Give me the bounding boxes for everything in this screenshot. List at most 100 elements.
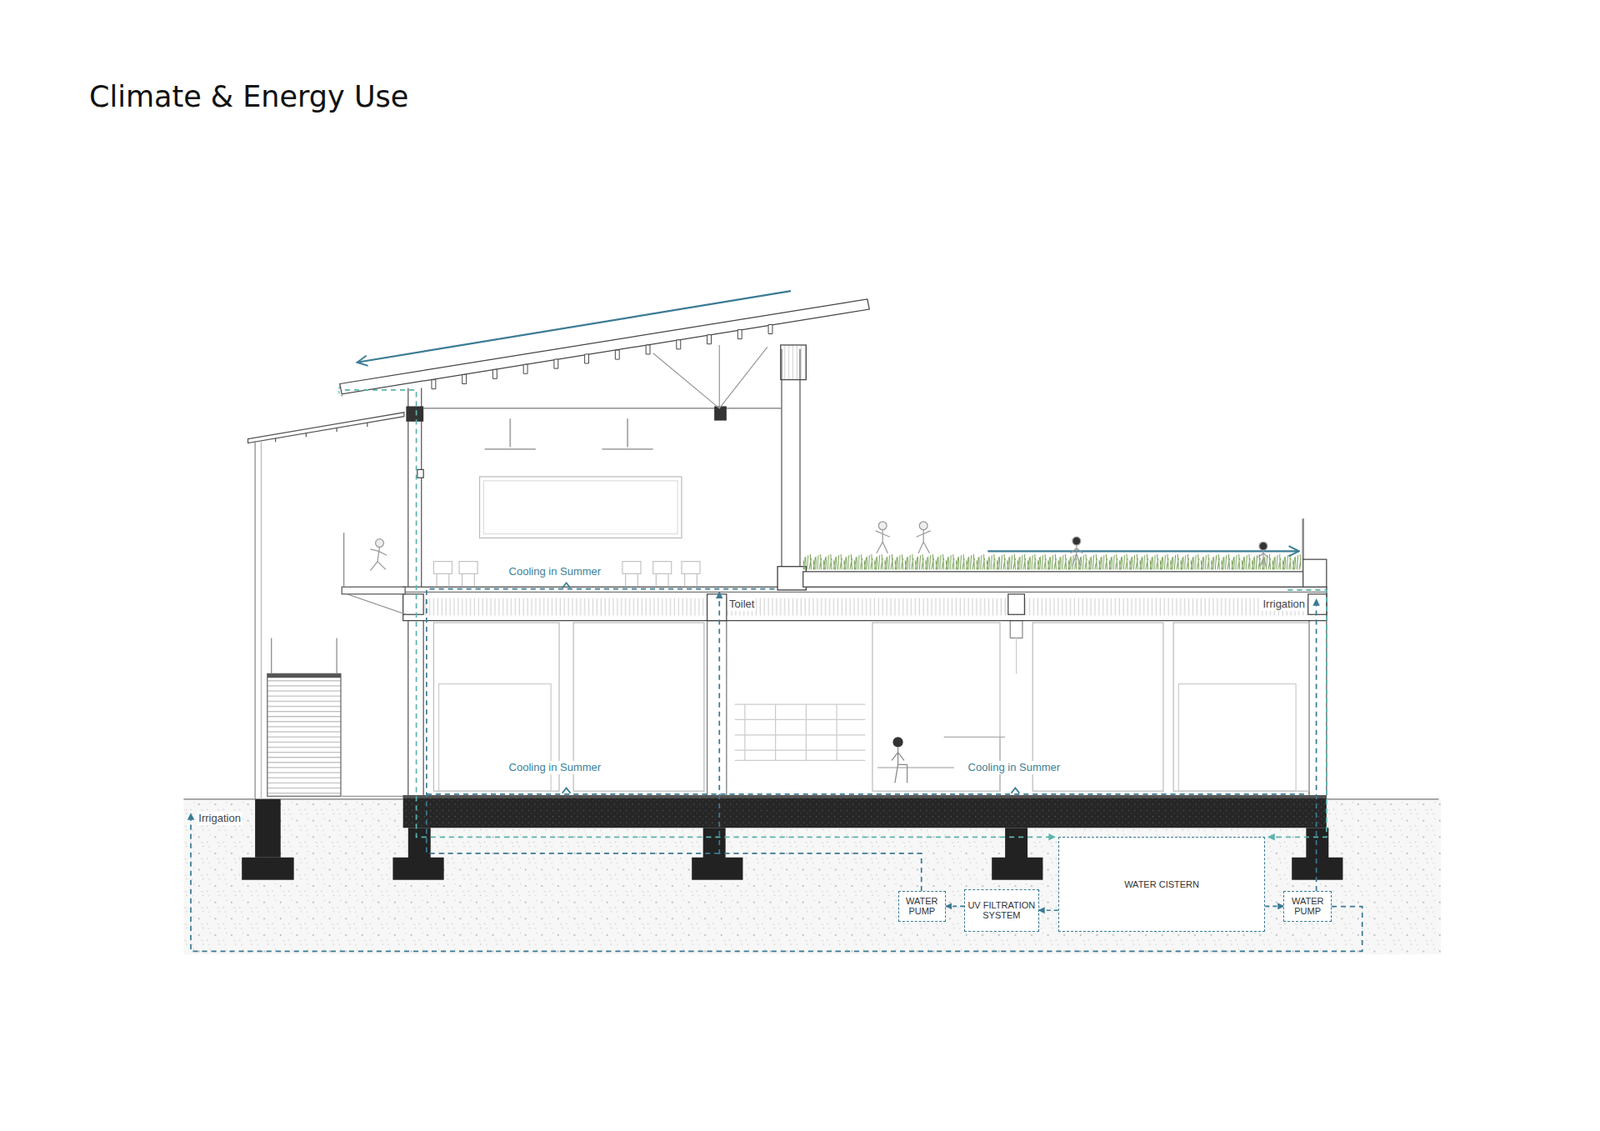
ground-floor xyxy=(725,620,727,795)
cistern-box: WATER CISTERN xyxy=(1058,836,1266,932)
flow-connector xyxy=(945,905,965,907)
diagram-title: Climate & Energy Use xyxy=(89,80,409,114)
annotation-label: Irrigation xyxy=(196,811,243,825)
people xyxy=(916,521,931,554)
ground-floor xyxy=(1015,637,1017,674)
upper-room xyxy=(799,349,800,569)
floor-slab xyxy=(1008,594,1025,615)
people xyxy=(1070,536,1083,565)
supply-pipes xyxy=(190,813,1363,951)
people xyxy=(1259,541,1268,550)
canopy-and-stair xyxy=(346,594,406,615)
annotation-label: Cooling in Summer xyxy=(507,760,604,775)
roof xyxy=(339,290,870,396)
foundation xyxy=(1005,827,1028,859)
people xyxy=(1072,536,1081,545)
floor-slab xyxy=(403,586,1327,620)
upper-room xyxy=(483,480,678,535)
canopy-and-stair xyxy=(248,412,407,800)
person-seated xyxy=(891,736,907,783)
annotation-label: Toilet xyxy=(727,597,756,611)
cooling-arrows xyxy=(562,582,571,588)
upper-room xyxy=(777,566,806,590)
floor-slab xyxy=(403,591,1327,593)
rainwater-pipes xyxy=(345,390,1055,837)
supply-pipes xyxy=(190,589,1363,952)
people xyxy=(370,539,387,571)
supply-pipes xyxy=(1315,599,1318,891)
canopy-and-stair xyxy=(255,440,256,800)
green-roof xyxy=(803,554,1302,572)
green-roof xyxy=(803,571,1304,587)
person-seated xyxy=(891,747,907,784)
annotation-label: Cooling in Summer xyxy=(507,565,604,579)
foundation xyxy=(991,857,1043,880)
people xyxy=(370,521,1269,571)
supply-pipes xyxy=(426,793,1307,795)
upper-room xyxy=(780,345,807,380)
ground-floor xyxy=(944,736,1005,738)
ground-floor xyxy=(1010,620,1023,639)
floor-slab xyxy=(404,598,1326,616)
foundation xyxy=(1291,857,1343,880)
rainwater-pipes xyxy=(1268,590,1327,837)
cooling-arrows xyxy=(562,582,1020,793)
ground-floor xyxy=(877,766,955,768)
green-roof xyxy=(987,550,1299,552)
rainwater-pipes xyxy=(345,390,1327,837)
ground xyxy=(1326,798,1440,800)
roof xyxy=(357,290,791,363)
people xyxy=(1258,541,1269,566)
people xyxy=(875,530,890,554)
annotation-label: Cooling in Summer xyxy=(966,760,1063,775)
node-text: WATER PUMP xyxy=(900,895,945,917)
canopy-and-stair xyxy=(343,532,345,587)
people xyxy=(1258,550,1269,567)
people xyxy=(878,521,887,530)
upper-room xyxy=(653,345,768,409)
floor-slab xyxy=(403,594,424,615)
annotation-label: Irrigation xyxy=(1260,597,1307,611)
roof xyxy=(339,385,344,396)
equipment-box: WATER PUMP xyxy=(1283,890,1332,922)
flow-connector xyxy=(1039,909,1059,911)
canopy-and-stair xyxy=(270,637,272,674)
upper-room xyxy=(485,418,654,450)
supply-pipes xyxy=(719,591,921,891)
upper-room xyxy=(417,469,424,478)
people xyxy=(375,539,385,548)
ground-floor xyxy=(706,620,708,795)
green-roof xyxy=(1301,518,1304,560)
foundation xyxy=(403,795,1327,799)
green-roof xyxy=(1303,559,1327,587)
people xyxy=(875,521,890,554)
floor-slab xyxy=(707,594,727,621)
node-text: UV FILTRATION SYSTEM xyxy=(966,900,1036,921)
roof xyxy=(431,324,773,389)
canopy-and-stair xyxy=(341,586,405,595)
flow-connector xyxy=(1265,905,1284,907)
foundation xyxy=(1305,827,1329,859)
upper-room xyxy=(714,405,727,420)
canopy-and-stair xyxy=(335,637,337,674)
people xyxy=(916,530,931,554)
supply-pipes xyxy=(426,589,776,854)
green-roof xyxy=(803,518,1327,587)
floor-slab xyxy=(1308,594,1327,615)
upper-room xyxy=(433,561,700,586)
canopy-and-stair xyxy=(248,412,405,444)
cooling-arrows xyxy=(1010,787,1020,793)
foundation xyxy=(241,857,294,880)
canopy-and-stair xyxy=(260,440,262,800)
canopy-and-stair xyxy=(275,422,368,442)
ground-floor xyxy=(735,704,866,760)
equipment-box: WATER PUMP xyxy=(898,890,947,922)
roof xyxy=(340,299,870,395)
upper-room xyxy=(480,476,682,538)
foundation xyxy=(392,857,444,880)
floor-slab xyxy=(403,586,1327,620)
people xyxy=(919,521,928,530)
node-text: WATER PUMP xyxy=(1285,895,1330,917)
